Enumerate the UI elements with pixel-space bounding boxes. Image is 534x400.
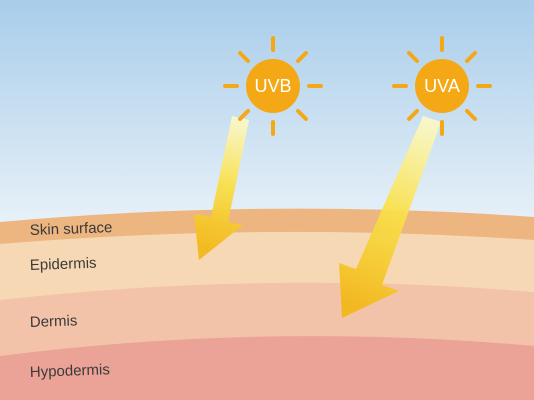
uvb-sun-icon: UVB: [223, 36, 323, 136]
hypodermis-label: Hypodermis: [30, 361, 111, 381]
uva-ray-arrow: [339, 116, 441, 318]
epidermis-label: Epidermis: [30, 255, 97, 274]
skin-surface-label: Skin surface: [30, 219, 113, 239]
uvb-ray-arrow: [194, 116, 249, 260]
uva-sun-icon: UVA: [392, 36, 492, 136]
uva-label: UVA: [424, 76, 460, 96]
dermis-label: Dermis: [30, 312, 78, 331]
hypodermis-layer: [0, 336, 534, 400]
uvb-label: UVB: [254, 76, 291, 96]
